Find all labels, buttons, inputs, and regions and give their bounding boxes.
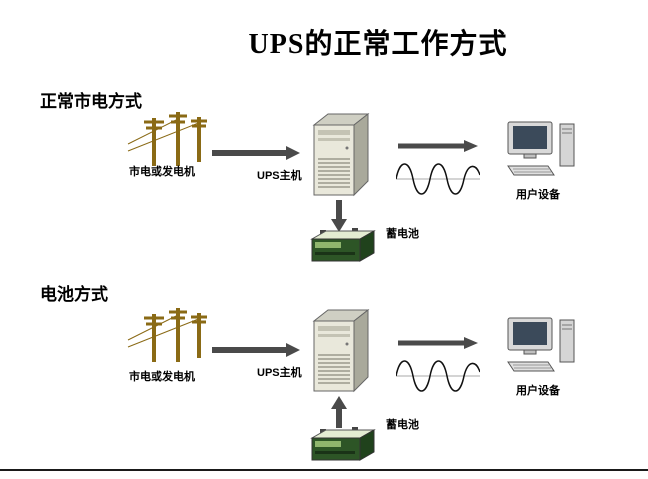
sine-wave-icon (396, 153, 480, 205)
source-label: 市电或发电机 (129, 166, 195, 178)
section-label-normal-mains: 正常市电方式 (40, 92, 142, 111)
bottom-border-line (0, 469, 648, 471)
power-poles-icon (126, 306, 211, 362)
page-title: UPS的正常工作方式 (248, 29, 508, 60)
ups-tower-icon (306, 307, 372, 393)
source-label: 市电或发电机 (129, 371, 195, 383)
arrow-right-icon (212, 146, 300, 160)
arrow-right-icon (398, 140, 478, 152)
battery-label: 蓄电池 (386, 228, 419, 240)
ups-tower-icon (306, 111, 372, 197)
arrow-up-icon (331, 396, 347, 428)
battery-icon (310, 426, 376, 462)
device-label: 用户设备 (516, 189, 560, 201)
sine-wave-icon (396, 350, 480, 402)
section-label-battery-mode: 电池方式 (40, 285, 108, 304)
computer-icon (504, 120, 582, 178)
battery-label: 蓄电池 (386, 419, 419, 431)
device-label: 用户设备 (516, 385, 560, 397)
power-poles-icon (126, 110, 211, 166)
ups-label: UPS主机 (257, 170, 302, 182)
arrow-right-icon (212, 343, 300, 357)
arrow-down-icon (331, 200, 347, 232)
ups-label: UPS主机 (257, 367, 302, 379)
battery-icon (310, 227, 376, 263)
arrow-right-icon (398, 337, 478, 349)
computer-icon (504, 316, 582, 374)
